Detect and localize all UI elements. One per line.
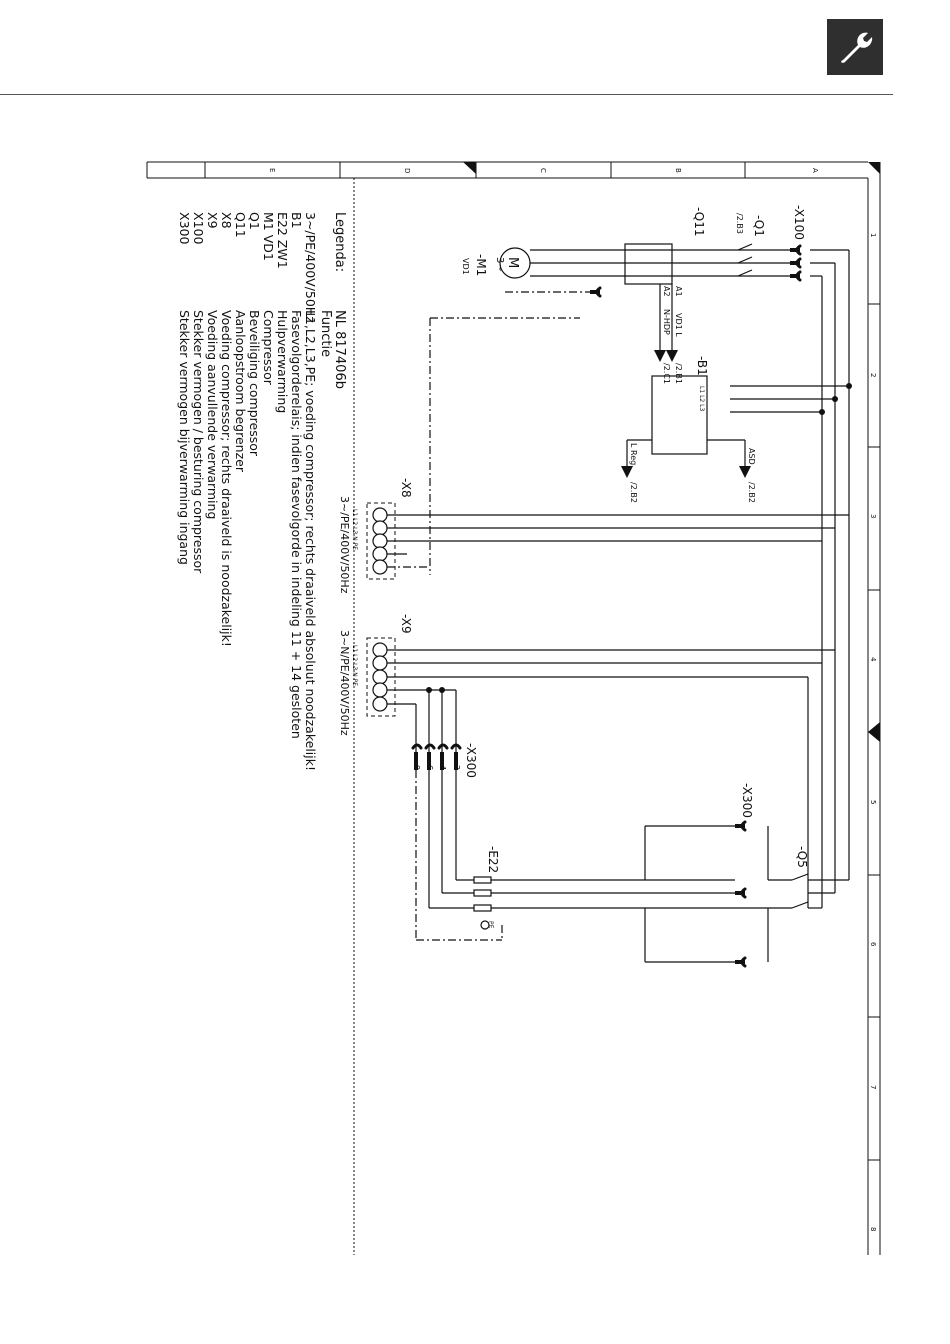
legend-title: Legenda:: [332, 212, 347, 273]
b1-label: -B1: [695, 356, 709, 376]
corner-marker: [868, 162, 880, 174]
m1-label: -M1: [474, 254, 488, 276]
legend-text: Stekker vermogen bijverwarming ingang: [177, 310, 192, 565]
vd1l-label: VD1 L: [674, 313, 683, 337]
ref-2b1: /2.B1: [674, 363, 683, 384]
wrench-glyph: [841, 32, 873, 63]
col-number-5: 5: [869, 800, 877, 804]
col-number-6: 6: [869, 942, 877, 947]
nhdp-label: N-HDP: [662, 309, 671, 335]
row-marker-d: [463, 162, 476, 174]
legend-code: B1: [289, 212, 304, 229]
e22-pe: PE: [487, 921, 494, 929]
col-number-1: 1: [869, 233, 877, 237]
e22-label: -E22: [486, 846, 500, 873]
legend-text: Hulpverwarming: [275, 310, 290, 414]
legend-text: L1,L2,L3,PE; voeding compressor; rechts …: [303, 310, 318, 771]
col-number-2: 2: [869, 373, 877, 377]
header-rule: [0, 94, 893, 95]
x300b-label: -X300: [740, 783, 754, 818]
lreg-label: L Reg: [629, 443, 638, 465]
legend-text: Aanloopstroom begrenzer: [233, 310, 248, 472]
legend-code: X8: [219, 212, 234, 229]
q1-ref: /2.B3: [735, 213, 744, 234]
ref-2c1: /2.C1: [662, 363, 671, 384]
legend-text: Compressor: [261, 310, 276, 385]
x100-label: -X100: [792, 205, 806, 240]
motor-symbol: M: [505, 257, 520, 268]
col-number-3: 3: [869, 514, 877, 518]
q5-label: -Q5: [795, 846, 809, 868]
legend-text: Beveiliging compressor: [247, 310, 262, 457]
row-letter-b: B: [674, 168, 682, 173]
legend-doc-number: NL 817406b: [332, 310, 347, 389]
vd1-motor: VD1: [461, 258, 470, 275]
x9-label: -X9: [399, 614, 413, 634]
legend-text: Fasevolgorderelais; indien fasevolgorde …: [289, 310, 304, 739]
x8-terminals: L1 L2 L3 N PE: [351, 509, 358, 550]
legend-text: Stekker vermogen / besturing compressor: [191, 310, 206, 574]
x300-pin-6: 6: [425, 765, 434, 770]
col-number-7: 7: [869, 1085, 877, 1089]
col-number-8: 8: [869, 1227, 877, 1231]
asd-ref: /2.B2: [747, 482, 756, 503]
motor-circle: [499, 247, 531, 279]
col-number-4: 4: [869, 657, 877, 662]
x300-pin-9: 9: [412, 765, 421, 770]
legend-text: Voeding compressor; rechts draaiveld is …: [219, 310, 234, 647]
column-marker-4: [868, 722, 880, 742]
x300-pin-4: 4: [438, 765, 447, 770]
x300-pin-2: 2: [452, 765, 461, 770]
legend-code: X300: [177, 212, 192, 245]
q11-label: -Q11: [692, 207, 706, 236]
legend-function-header: Functie: [318, 310, 333, 358]
b1-terminals: L1 L2 L3: [698, 386, 705, 411]
legend-code: 3~/PE/400V/50Hz: [303, 212, 318, 323]
x8-label: -X8: [399, 478, 413, 498]
a2-label: A2: [662, 286, 671, 297]
legend-code: Q11: [233, 212, 248, 238]
motor-phase: 3~: [494, 257, 505, 272]
x300-label: -X300: [464, 743, 478, 778]
x8-supply: 3~/PE/400V/50Hz: [338, 496, 351, 594]
wrench-icon: [827, 19, 883, 75]
row-letter-d: D: [403, 168, 411, 173]
legend-code: X9: [205, 212, 220, 229]
asd-label: ASD: [747, 448, 756, 465]
x9-terminals: L1 L2 L3 N PE: [351, 645, 358, 686]
legend-code: E22 ZW1: [275, 212, 290, 269]
a1-label: A1: [674, 286, 683, 297]
legend-code: M1 VD1: [261, 212, 276, 261]
row-letter-c: C: [539, 168, 547, 173]
legend-code: X100: [191, 212, 206, 245]
legend-text: Voeding aanvullende verwarming: [205, 310, 220, 520]
q1-label: -Q1: [752, 215, 766, 237]
x9-supply: 3~N/PE/400V/50Hz: [338, 630, 351, 736]
lreg-ref: /2.B2: [629, 482, 638, 503]
row-letter-e: E: [268, 168, 276, 172]
legend-code: Q1: [247, 212, 262, 230]
row-letter-a: A: [811, 168, 819, 173]
